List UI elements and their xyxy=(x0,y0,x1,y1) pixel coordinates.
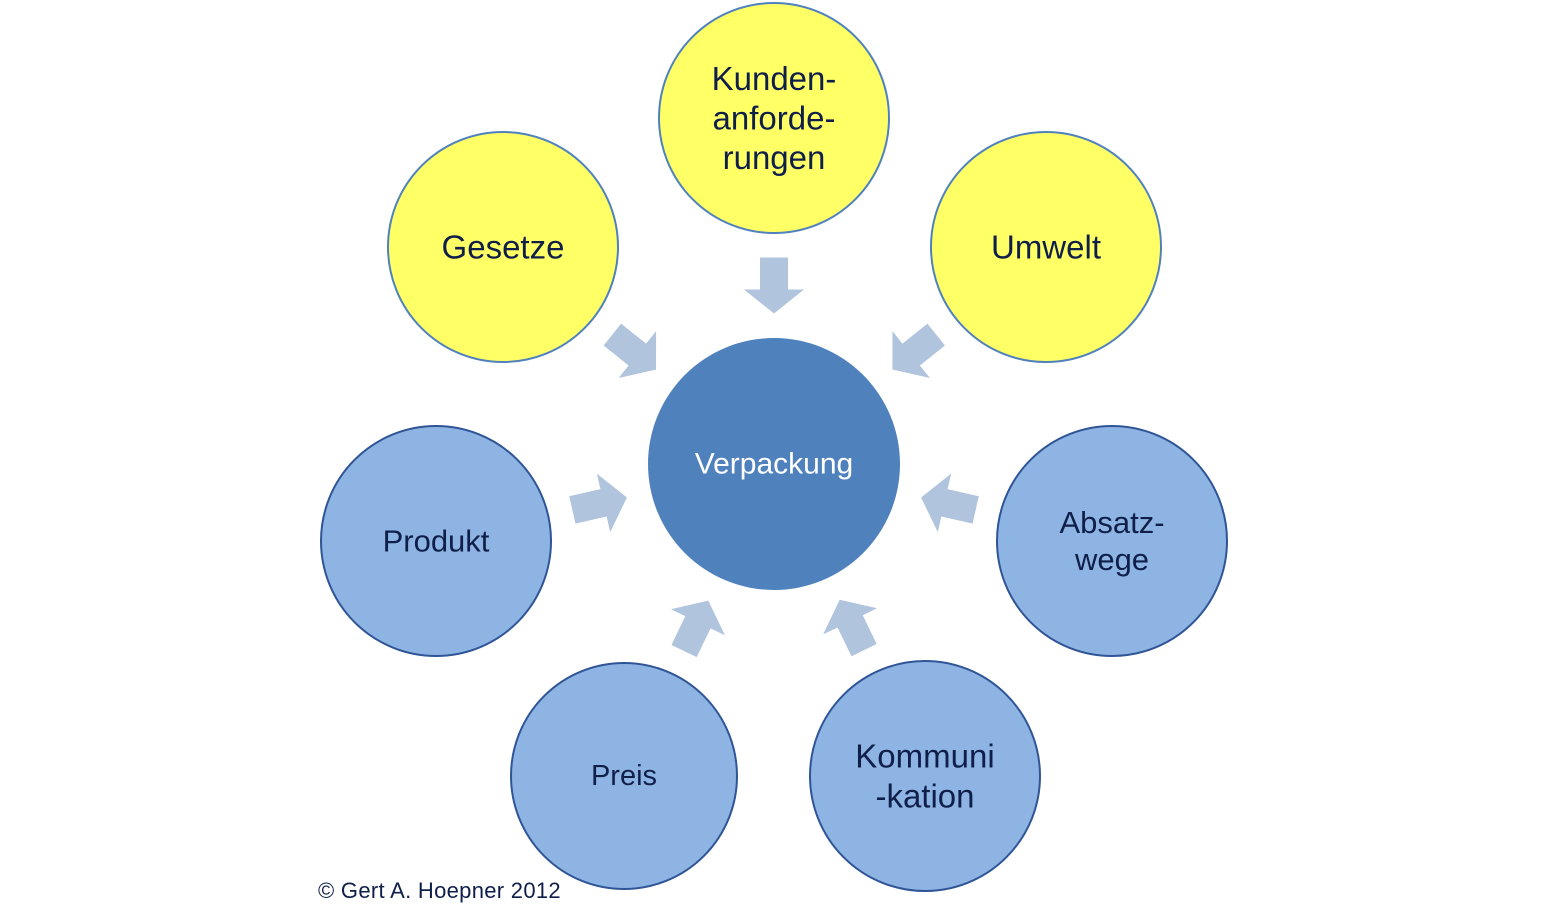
node-circle xyxy=(930,131,1162,363)
node-circle xyxy=(320,425,552,657)
arrow-kundenanforderungen xyxy=(744,257,804,314)
arrow-umwelt xyxy=(892,323,945,379)
node-circle xyxy=(809,660,1041,892)
arrow-produkt xyxy=(569,473,627,533)
center-group: Verpackung xyxy=(648,338,900,590)
node-circle xyxy=(658,2,890,234)
center-circle xyxy=(648,338,900,590)
node-label-line: Absatz- xyxy=(1059,505,1164,540)
node-label-line: Produkt xyxy=(383,524,490,559)
node-label-line: Preis xyxy=(591,760,657,792)
node-label-line: anforde- xyxy=(713,100,836,137)
node-preis: Preis xyxy=(510,662,738,890)
node-kundenanforderungen: Kunden-anforde-rungen xyxy=(658,2,890,234)
node-label-line: wege xyxy=(1074,542,1149,577)
copyright-text: © Gert A. Hoepner 2012 xyxy=(318,878,561,903)
node-kommunikation: Kommuni-kation xyxy=(809,660,1041,892)
node-umwelt: Umwelt xyxy=(930,131,1162,363)
node-label-line: Umwelt xyxy=(991,229,1101,266)
node-produkt: Produkt xyxy=(320,425,552,657)
node-absatzwege: Absatz-wege xyxy=(996,425,1228,657)
node-circle xyxy=(510,662,738,890)
arrow-kommunikation xyxy=(823,599,878,657)
arrow-absatzwege xyxy=(921,473,979,533)
nodes-group: Kunden-anforde-rungenUmweltAbsatz-wegeKo… xyxy=(320,2,1228,892)
node-label-line: rungen xyxy=(723,139,826,176)
arrow-gesetze xyxy=(603,323,657,378)
node-label-line: Gesetze xyxy=(442,229,565,266)
arrows-group xyxy=(569,257,979,658)
center-label: Verpackung xyxy=(695,448,853,481)
node-label-line: Kunden- xyxy=(712,60,837,97)
node-gesetze: Gesetze xyxy=(387,131,619,363)
node-label-line: -kation xyxy=(875,777,974,814)
arrow-preis xyxy=(670,600,725,658)
node-label-line: Kommuni xyxy=(855,738,994,775)
node-circle xyxy=(996,425,1228,657)
node-circle xyxy=(387,131,619,363)
